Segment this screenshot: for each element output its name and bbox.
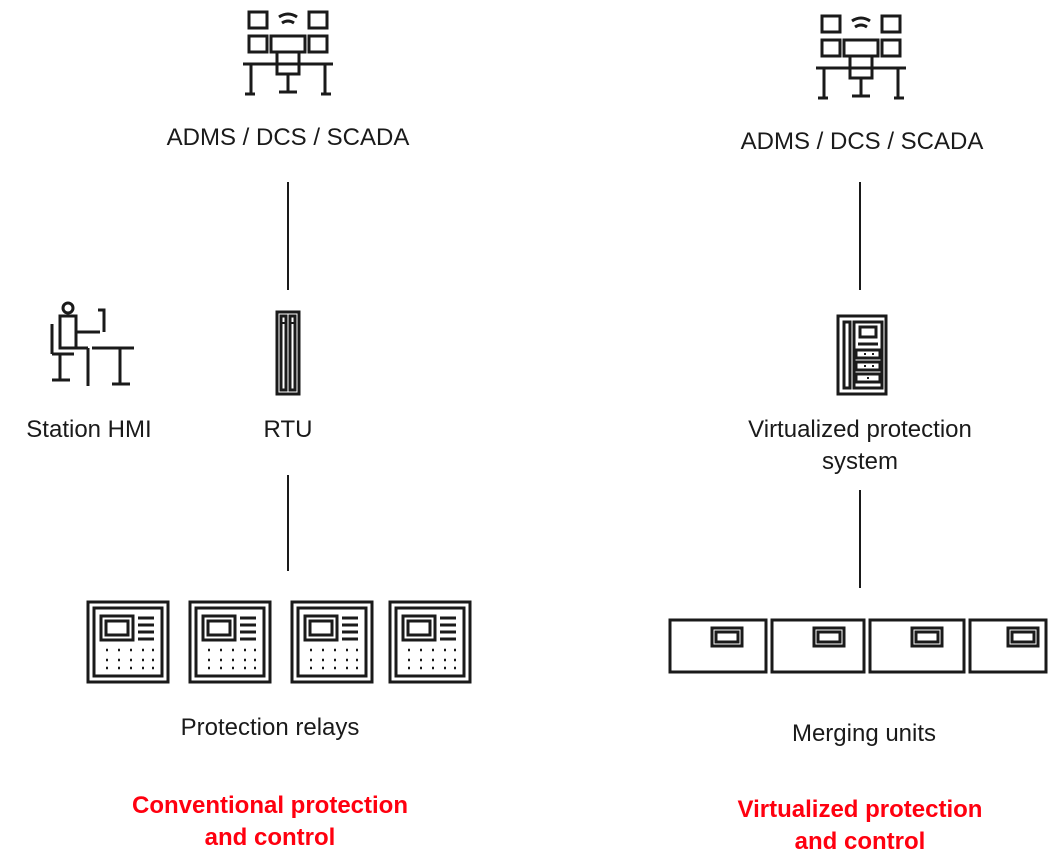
operator-desk-icon (50, 301, 134, 386)
virtualized-title-line1: Virtualized protection (737, 796, 983, 823)
merging-unit-icon (770, 618, 866, 674)
vps-label-line2: system (821, 448, 898, 475)
protection-relays-label: Protection relays (180, 714, 360, 741)
connector-line (859, 182, 861, 290)
vps-label-line1: Virtualized protection (748, 416, 972, 443)
control-center-label: ADMS / DCS / SCADA (740, 128, 984, 155)
control-room-icon (243, 10, 333, 96)
merging-units-label: Merging units (791, 720, 937, 747)
control-room-icon (816, 14, 906, 100)
protection-relay-icon (86, 600, 170, 684)
conventional-title-line1: Conventional protection (132, 792, 408, 819)
control-center-label: ADMS / DCS / SCADA (166, 124, 410, 151)
station-hmi-label: Station HMI (26, 416, 152, 443)
conventional-title: Conventional protection and control (20, 790, 520, 854)
merging-unit-icon (668, 618, 768, 674)
virtualized-title: Virtualized protection and control (620, 794, 1050, 858)
merging-unit-icon (968, 618, 1048, 674)
conventional-title-line2: and control (204, 824, 336, 851)
rtu-rack-icon (275, 310, 301, 396)
vps-label: Virtualized protection system (690, 414, 1030, 478)
virtualized-title-line2: and control (794, 828, 926, 855)
rtu-label: RTU (263, 416, 313, 443)
merging-unit-icon (868, 618, 966, 674)
connector-line (287, 475, 289, 571)
protection-relay-icon (388, 600, 472, 684)
protection-relay-icon (290, 600, 374, 684)
connector-line (287, 182, 289, 290)
server-cabinet-icon (836, 314, 888, 396)
connector-line (859, 490, 861, 588)
protection-relay-icon (188, 600, 272, 684)
